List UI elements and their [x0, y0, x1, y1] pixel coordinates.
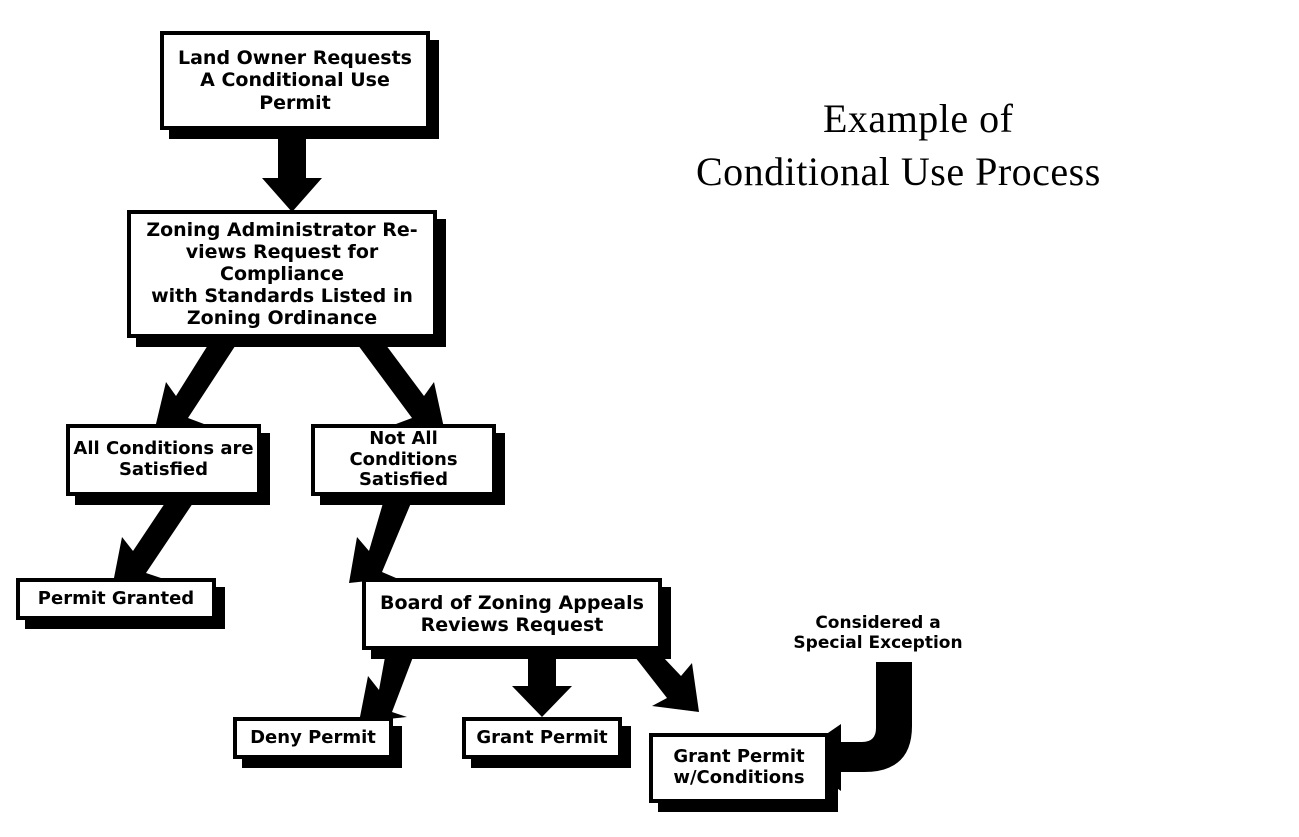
- node-label: Zoning Administrator Re- views Request f…: [146, 218, 418, 330]
- node-zoning-administrator-reviews[interactable]: Zoning Administrator Re- views Request f…: [127, 210, 437, 338]
- node-grant-permit[interactable]: Grant Permit: [462, 717, 622, 759]
- node-board-of-zoning-appeals[interactable]: Board of Zoning Appeals Reviews Request: [362, 578, 662, 650]
- page-title-line-1: Example of: [823, 96, 1014, 141]
- node-all-conditions-satisfied[interactable]: All Conditions are Satisfied: [66, 424, 261, 496]
- arrow-bza-to-grant: [512, 657, 572, 717]
- node-label: Grant Permit: [476, 726, 608, 748]
- annotation-considered-special-exception: Considered a Special Exception: [793, 613, 963, 654]
- arrow-review-to-not-all-conditions: [352, 337, 444, 428]
- arrow-bza-to-deny: [359, 657, 413, 722]
- node-permit-granted[interactable]: Permit Granted: [16, 578, 216, 620]
- node-label: Permit Granted: [37, 587, 195, 609]
- node-label: Land Owner Requests A Conditional Use Pe…: [177, 47, 412, 114]
- arrow-review-to-all-conditions: [155, 337, 241, 428]
- arrow-request-to-review: [262, 126, 322, 212]
- node-label: Board of Zoning Appeals Reviews Request: [380, 591, 644, 636]
- node-not-all-conditions-satisfied[interactable]: Not All Conditions Satisfied: [311, 424, 496, 496]
- node-deny-permit[interactable]: Deny Permit: [233, 717, 393, 759]
- node-label: Not All Conditions Satisfied: [349, 427, 458, 491]
- page-title-line-2: Conditional Use Process: [696, 149, 1101, 194]
- arrow-all-conditions-to-permit-granted: [113, 503, 193, 583]
- arrow-bza-to-grant-conditions: [635, 657, 699, 712]
- node-label: Grant Permit w/Conditions: [673, 746, 805, 788]
- arrow-not-all-to-bza: [349, 503, 411, 583]
- node-label: All Conditions are Satisfied: [73, 438, 254, 480]
- node-label: Deny Permit: [250, 726, 376, 748]
- node-grant-permit-with-conditions[interactable]: Grant Permit w/Conditions: [649, 733, 829, 803]
- node-land-owner-requests[interactable]: Land Owner Requests A Conditional Use Pe…: [160, 31, 430, 130]
